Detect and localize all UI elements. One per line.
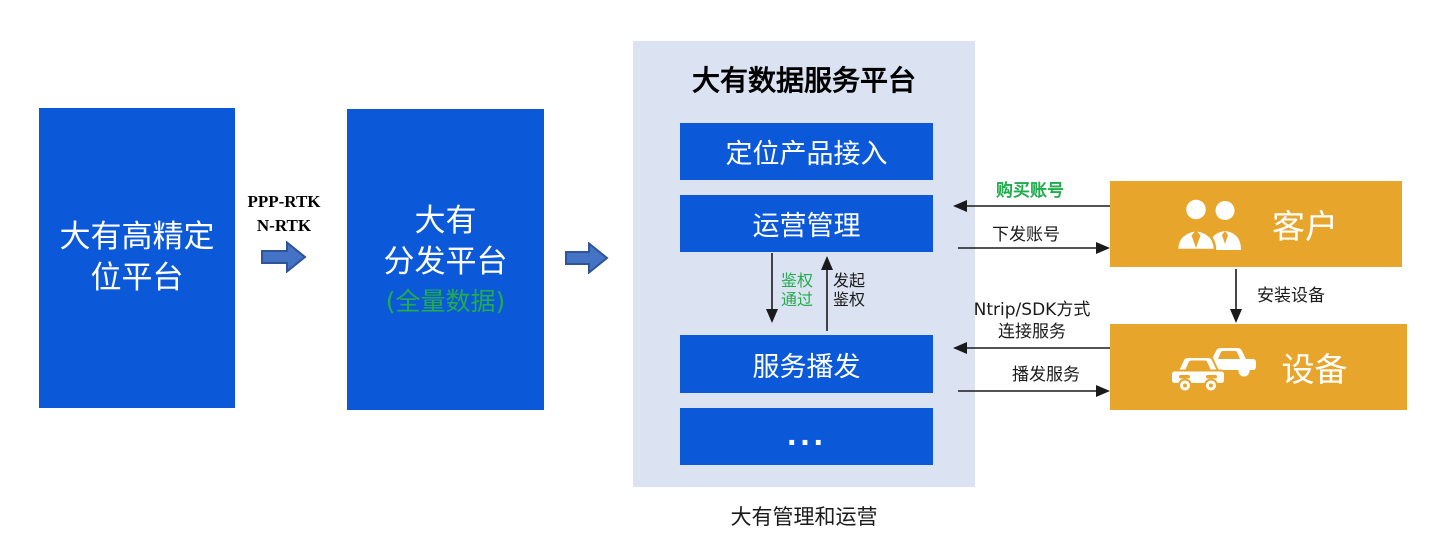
flow-arrow-2 (565, 242, 609, 274)
buy-account-label: 购买账号 (996, 181, 1064, 201)
customer-label: 客户 (1272, 207, 1338, 246)
auth-initiate-label: 发起 鉴权 (833, 271, 879, 309)
high-precision-platform-line1: 大有高精定 (59, 219, 215, 256)
protocol-label: PPP-RTK N-RTK (234, 190, 334, 238)
protocol-label-line2: N-RTK (256, 215, 312, 235)
module-positioning-product-access: 定位产品接入 (680, 123, 933, 180)
connect-service-line2: 连接服务 (998, 322, 1066, 343)
customers-icon (1175, 197, 1241, 251)
connect-service-label: Ntrip/SDK方式 连接服务 (948, 299, 1116, 344)
vehicles-icon (1169, 348, 1256, 391)
full-data-note: (全量数据) (385, 287, 506, 317)
auth-pass-label: 鉴权 通过 (774, 271, 820, 309)
data-service-platform-panel: 大有数据服务平台 定位产品接入 运营管理 服务播发 ... (633, 41, 975, 487)
install-device-label: 安装设备 (1257, 286, 1325, 306)
high-precision-platform-box: 大有高精定 位平台 (39, 108, 235, 408)
module-service-broadcast: 服务播发 (680, 335, 933, 393)
auth-pass-line1: 鉴权 (780, 271, 813, 290)
module-ellipsis: ... (680, 408, 933, 465)
device-box: 设备 (1110, 324, 1407, 410)
flow-arrow-1 (261, 241, 307, 273)
high-precision-platform-line2: 位平台 (90, 260, 184, 296)
auth-pass-line2: 通过 (780, 290, 813, 310)
arrow-broadcast-service (958, 385, 1110, 397)
auth-initiate-line2: 鉴权 (833, 290, 866, 310)
broadcast-service-label: 播发服务 (1012, 365, 1080, 385)
auth-initiate-line1: 发起 (833, 271, 866, 290)
issue-account-label: 下发账号 (992, 225, 1060, 245)
connect-service-line1: Ntrip/SDK方式 (973, 300, 1091, 320)
panel-title: 大有数据服务平台 (691, 64, 916, 97)
customer-box: 客户 (1110, 181, 1402, 267)
module-operation-management: 运营管理 (680, 195, 933, 252)
arrow-install-device (1230, 269, 1242, 323)
device-label: 设备 (1281, 350, 1348, 389)
distribution-platform-box: 大有 分发平台 (全量数据) (347, 109, 544, 410)
distribution-platform-line1: 大有 (414, 202, 477, 239)
distribution-platform-line2: 分发平台 (383, 243, 508, 280)
protocol-label-line1: PPP-RTK (247, 192, 321, 211)
panel-caption: 大有管理和运营 (730, 505, 878, 529)
